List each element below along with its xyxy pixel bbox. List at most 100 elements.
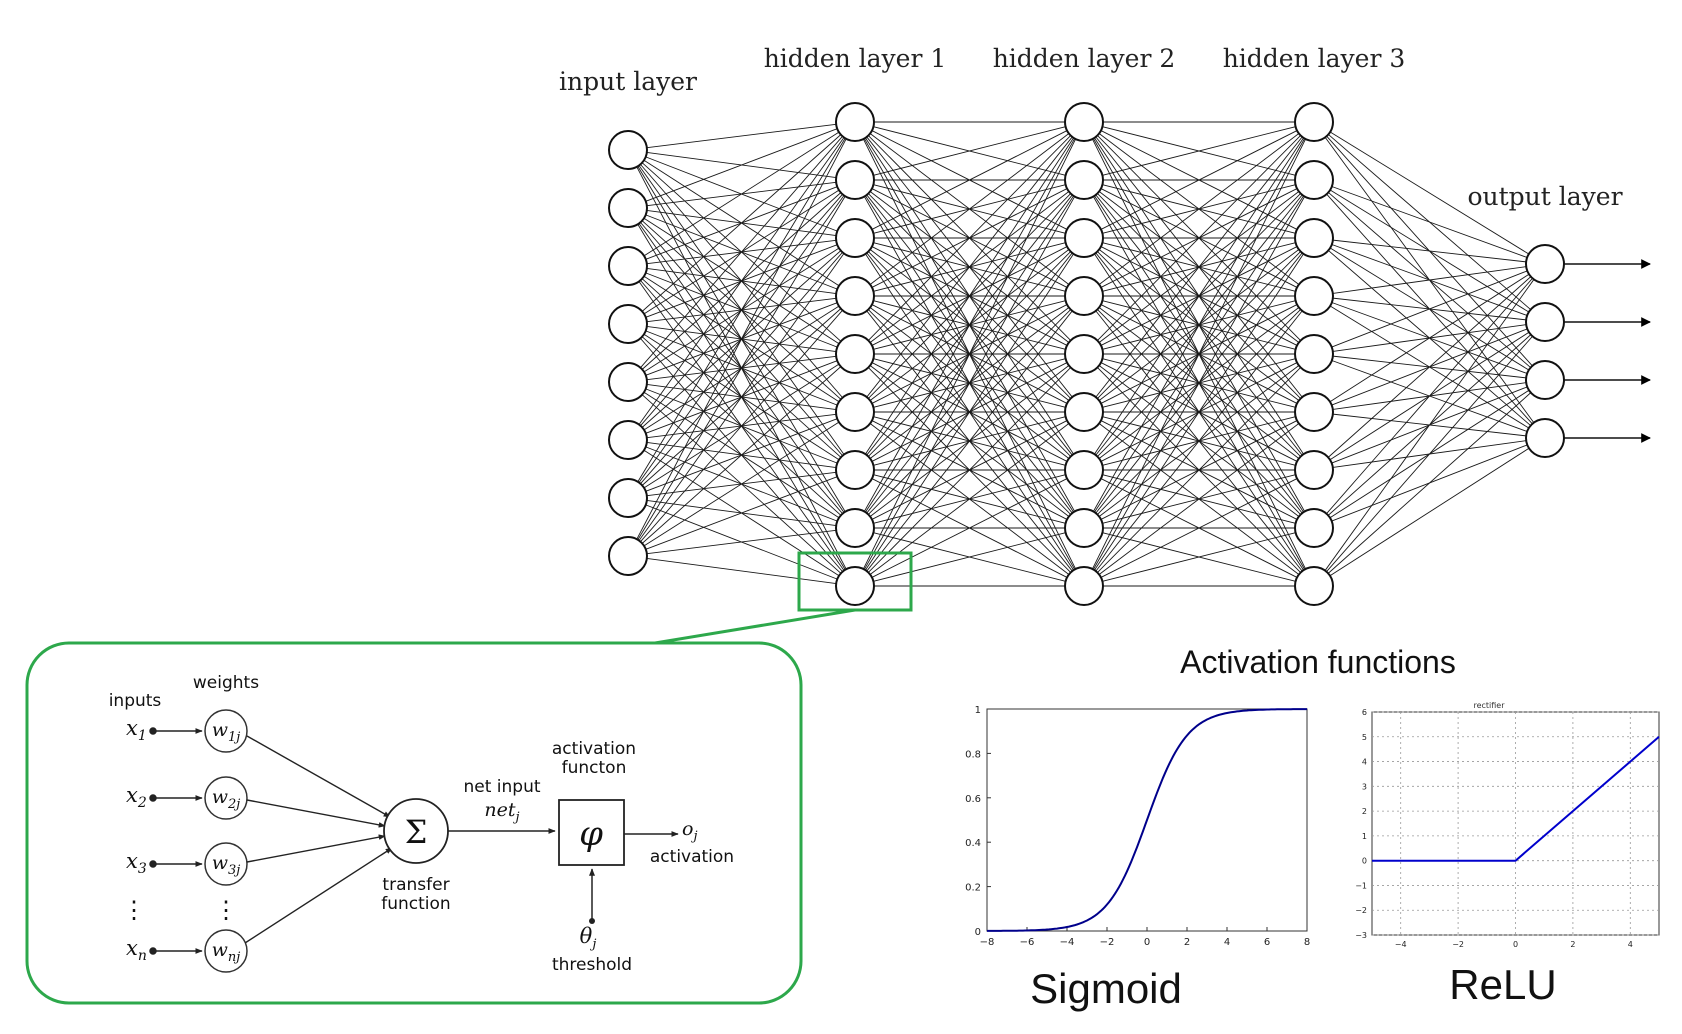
- weight-w3j: w3j: [204, 842, 248, 886]
- hidden1-neuron: [835, 334, 875, 374]
- network-diagram: input layer hidden layer 1 hidden layer …: [559, 44, 1651, 645]
- hidden1-neuron: [835, 508, 875, 548]
- hidden1-neuron: [835, 566, 875, 606]
- connection-line: [646, 123, 837, 149]
- hidden2-neuron: [1064, 508, 1104, 548]
- input-neuron: [608, 304, 648, 344]
- output-arrows: [1564, 259, 1651, 443]
- connection-line: [1332, 239, 1527, 263]
- activation-functions: Activation functions −8 −6 −4 −2 0 2 4 6 8 0 0.2 0.…: [965, 644, 1660, 1012]
- network-neurons: [608, 102, 1565, 606]
- input-neuron: [608, 362, 648, 402]
- net-j-label: netj: [484, 799, 519, 825]
- hidden1-neuron: [835, 276, 875, 316]
- activation-function-label-1: activation: [552, 739, 636, 759]
- connection-line: [868, 135, 1071, 341]
- relu-y-tick-label: −1: [1355, 881, 1367, 890]
- connection-line: [865, 137, 1074, 455]
- connection-line: [866, 136, 1073, 398]
- relu-curve: [1372, 736, 1660, 862]
- hidden2-neuron: [1064, 450, 1104, 490]
- relu-x-tick-label: −4: [1395, 940, 1407, 949]
- hidden1-neuron: [835, 102, 875, 142]
- output-layer-label: output layer: [1467, 182, 1622, 211]
- sigmoid-y-tick-label: 0.2: [965, 883, 981, 894]
- svg-text:w3j: w3j: [212, 852, 241, 878]
- connection-line: [869, 133, 1070, 285]
- relu-y-tick-label: 3: [1362, 782, 1367, 791]
- weights-label: weights: [193, 673, 259, 693]
- weight-ellipsis: ⋮: [214, 896, 238, 924]
- hidden3-neuron: [1294, 566, 1334, 606]
- relu-y-tick-label: 6: [1362, 708, 1367, 717]
- connection-line: [1095, 136, 1303, 398]
- connection-line: [1098, 133, 1300, 285]
- input-neuron: [608, 130, 648, 170]
- relu-y-tick-label: 1: [1362, 832, 1367, 841]
- relu-y-tick-label: −3: [1355, 931, 1367, 940]
- connection-line: [637, 196, 846, 540]
- zoom-connector: [654, 608, 856, 645]
- connection-line: [640, 136, 843, 368]
- connection-line: [1097, 135, 1301, 341]
- sigmoid-x-tick-label: −4: [1060, 937, 1075, 948]
- hidden2-neuron: [1064, 276, 1104, 316]
- connection-line: [873, 532, 1066, 582]
- neuron-panel: inputs weights x1 x2 x3 ⋮ xn w1j w2j w3j…: [25, 641, 803, 1005]
- svg-text:w2j: w2j: [212, 786, 241, 812]
- hidden2-neuron: [1064, 102, 1104, 142]
- connection-line: [1092, 196, 1306, 570]
- hidden2-neuron: [1064, 566, 1104, 606]
- connection-line: [1102, 126, 1296, 176]
- relu-x-tick-label: 2: [1570, 940, 1575, 949]
- output-neuron: [1525, 302, 1565, 342]
- network-connections: [636, 121, 1535, 587]
- connection-line: [1094, 253, 1304, 571]
- hidden1-neuron: [835, 450, 875, 490]
- net-input-label: net input: [463, 777, 540, 797]
- relu-y-tick-label: 5: [1362, 733, 1367, 742]
- sigmoid-y-tick-label: 0: [975, 927, 981, 938]
- connection-line: [863, 138, 1076, 512]
- hidden-layer-1-label: hidden layer 1: [764, 44, 947, 73]
- connection-line: [645, 476, 838, 550]
- relu-y-tick-label: 4: [1362, 758, 1367, 767]
- input-neuron: [608, 246, 648, 286]
- hidden-layer-3-label: hidden layer 3: [1223, 44, 1406, 73]
- weight-w1j: w1j: [204, 709, 248, 753]
- sigmoid-x-tick-label: −6: [1020, 937, 1035, 948]
- activation-heading: Activation functions: [1180, 644, 1456, 680]
- sigmoid-x-tick-label: 8: [1304, 937, 1310, 948]
- relu-x-tick-label: 0: [1513, 940, 1518, 949]
- output-neuron: [1525, 360, 1565, 400]
- sigmoid-caption: Sigmoid: [1030, 965, 1182, 1012]
- relu-x-tick-label: −2: [1452, 940, 1464, 949]
- connection-line: [1102, 532, 1296, 582]
- weight-to-sum-arrows: [244, 735, 393, 944]
- hidden3-neuron: [1294, 218, 1334, 258]
- connection-line: [868, 367, 1071, 573]
- connection-line: [1098, 423, 1300, 575]
- connection-line: [638, 253, 845, 541]
- connection-line: [871, 478, 1068, 578]
- transfer-label-1: transfer: [382, 875, 449, 895]
- sigmoid-y-tick-label: 0.4: [965, 838, 981, 849]
- connection-line: [1329, 447, 1530, 577]
- weight-wnj: wnj: [204, 929, 248, 973]
- relu-grid: [1372, 711, 1659, 936]
- connection-line: [643, 131, 840, 257]
- svg-text:w1j: w1j: [212, 719, 241, 745]
- connection-line: [641, 134, 842, 312]
- input-arrows: [149, 727, 203, 955]
- input-neuron: [608, 478, 648, 518]
- connection-line: [636, 138, 847, 540]
- input-x3: x3: [126, 849, 147, 877]
- sigmoid-y-tick-label: 1: [975, 705, 981, 716]
- connection-line: [1332, 266, 1527, 294]
- connection-line: [871, 130, 1068, 230]
- connection-line: [1092, 138, 1306, 512]
- connection-line: [643, 421, 840, 547]
- hidden3-neuron: [1294, 102, 1334, 142]
- sigmoid-x-tick-label: −8: [980, 937, 995, 948]
- inputs-label: inputs: [109, 691, 162, 711]
